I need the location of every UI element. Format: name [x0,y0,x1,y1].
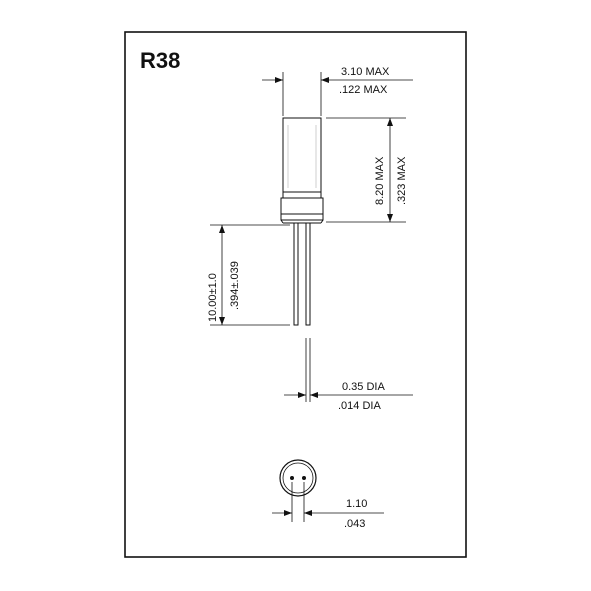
pitch-imperial-label: .043 [344,518,365,530]
width-metric-label: 3.10 MAX [341,66,390,78]
lead-length-imperial-label: .394±.039 [229,261,241,310]
lead-length-metric-label: 10.00±1.0 [207,273,219,322]
bottom-view [279,459,317,497]
height-metric-label: 8.20 MAX [374,156,386,205]
package-title: R38 [140,48,180,73]
lead-diameter-dimension: 0.35 DIA .014 DIA [284,338,413,412]
lead-length-dimension: 10.00±1.0 .394±.039 [207,224,290,326]
crystal-body [280,117,324,224]
height-imperial-label: .323 MAX [396,156,408,205]
width-dimension: 3.10 MAX .122 MAX [262,66,413,116]
height-dimension: 8.20 MAX .323 MAX [326,117,408,223]
pin-1 [290,476,294,480]
width-imperial-label: .122 MAX [339,84,388,96]
pin-2 [302,476,306,480]
pitch-metric-label: 1.10 [346,498,367,510]
drawing-frame [124,31,467,558]
pitch-dimension: 1.10 .043 [272,482,384,530]
crystal-leads [293,222,311,326]
lead-dia-metric-label: 0.35 DIA [342,381,385,393]
lead-dia-imperial-label: .014 DIA [338,400,381,412]
